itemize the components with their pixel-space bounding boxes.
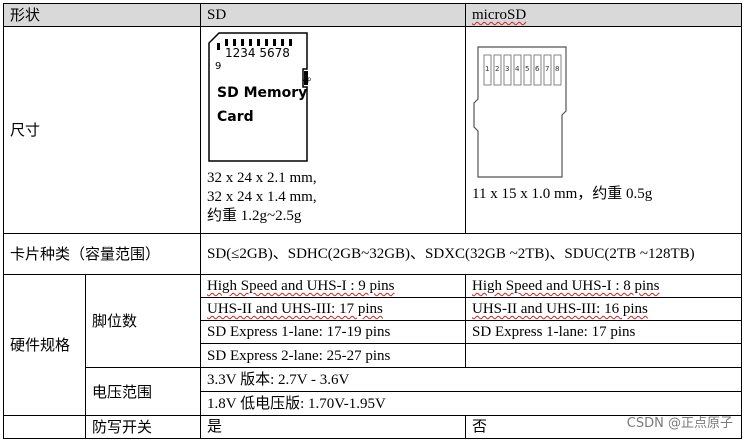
microsd-pin-label: 5 [525, 65, 529, 73]
pins-sd-4: SD Express 2-lane: 25-27 pins [200, 343, 467, 368]
pins-row-2: UHS-II and UHS-III: 17 pins UHS-II and U… [4, 297, 743, 321]
header-microsd: microSD [465, 3, 743, 27]
microsd-pin-label: 8 [555, 65, 559, 73]
microsd-pin-label: 2 [495, 65, 499, 73]
pins-micro-2: UHS-II and UHS-III: 16 pins [465, 297, 743, 321]
hardware-label-tail [3, 415, 86, 439]
header-shape: 形状 [2, 3, 202, 27]
microsd-pin [493, 54, 502, 86]
pins-label: 脚位数 [84, 274, 202, 368]
voltage-row-1: 电压范围 3.3V 版本: 2.7V - 3.6V [4, 367, 743, 416]
sd-dim-line1: 32 x 24 x 2.1 mm, [207, 170, 317, 186]
sd-card-illustration: 1234 5678 9 wp SD Memory Card [208, 32, 311, 162]
pins-row-3: SD Express 1-lane: 17-19 pins SD Express… [4, 320, 743, 344]
sd-title-line2: Card [217, 109, 254, 125]
watermark: CSDN @正点原子 [626, 416, 733, 431]
pins-row-1: 硬件规格 脚位数 High Speed and UHS-I : 9 pins H… [3, 274, 743, 416]
microsd-pin [483, 54, 492, 86]
pins-micro-1: High Speed and UHS-I : 8 pins [465, 274, 743, 298]
sd-pin9-text: 9 [215, 61, 221, 72]
write-protect-micro: 否 [465, 415, 743, 439]
header-sd: SD [200, 3, 467, 27]
write-protect-row: 防写开关 是 否 [3, 415, 743, 439]
size-sd-cell: 1234 5678 9 wp SD Memory Card 32 x 24 x … [200, 26, 467, 234]
type-label: 卡片种类（容量范围） [2, 233, 202, 275]
write-protect-label: 防写开关 [84, 415, 202, 439]
type-value: SD(≤2GB)、SDHC(2GB~32GB)、SDXC(32GB ~2TB)、… [200, 233, 743, 275]
voltage-line1: 3.3V 版本: 2.7V - 3.6V [200, 367, 743, 392]
microsd-pin-label: 1 [485, 65, 489, 73]
sd-dimensions: 32 x 24 x 2.1 mm, 32 x 24 x 1.4 mm, 约重 1… [207, 169, 465, 226]
hardware-label: 硬件规格 [3, 274, 86, 416]
pins-micro-3: SD Express 1-lane: 17 pins [465, 320, 743, 344]
voltage-line2: 1.8V 低电压版: 1.70V-1.95V [200, 391, 743, 416]
microsd-pin [533, 54, 542, 86]
sd-pins-text: 1234 5678 [225, 46, 290, 60]
spec-table: 形状 SD microSD 尺寸 1234 5678 9 wp SD Memor… [2, 3, 743, 439]
voltage-row-2: 1.8V 低电压版: 1.70V-1.95V [4, 391, 743, 416]
size-label: 尺寸 [2, 26, 202, 234]
voltage-label: 电压范围 [84, 367, 202, 416]
pins-sd-3: SD Express 1-lane: 17-19 pins [200, 320, 467, 344]
write-protect-sd: 是 [200, 415, 467, 439]
microsd-pin [553, 54, 562, 86]
microsd-pin [513, 54, 522, 86]
pins-sd-1: High Speed and UHS-I : 9 pins [200, 274, 467, 298]
microsd-pin-label: 6 [535, 65, 540, 73]
microsd-dimensions: 11 x 15 x 1.0 mm，约重 0.5g [472, 186, 653, 202]
pins-micro-4 [465, 343, 743, 368]
sd-dim-line3: 约重 1.2g~2.5g [207, 208, 302, 224]
microsd-pin [523, 54, 532, 86]
header-row: 形状 SD microSD [2, 3, 743, 27]
microsd-pin [503, 54, 512, 86]
type-row: 卡片种类（容量范围） SD(≤2GB)、SDHC(2GB~32GB)、SDXC(… [2, 233, 743, 275]
pins-row-4: SD Express 2-lane: 25-27 pins [4, 343, 743, 368]
sd-dim-line2: 32 x 24 x 1.4 mm, [207, 189, 317, 205]
microsd-pin [543, 54, 552, 86]
size-row: 尺寸 1234 5678 9 wp SD Memory Card [2, 26, 743, 234]
pins-sd-2: UHS-II and UHS-III: 17 pins [200, 297, 467, 321]
microsd-pin-label: 3 [505, 65, 509, 73]
sd-wp-text: wp [302, 76, 311, 83]
sd-title-line1: SD Memory [217, 85, 307, 101]
microsd-pin-label: 4 [515, 65, 520, 73]
microsd-pin-label: 7 [545, 65, 549, 73]
